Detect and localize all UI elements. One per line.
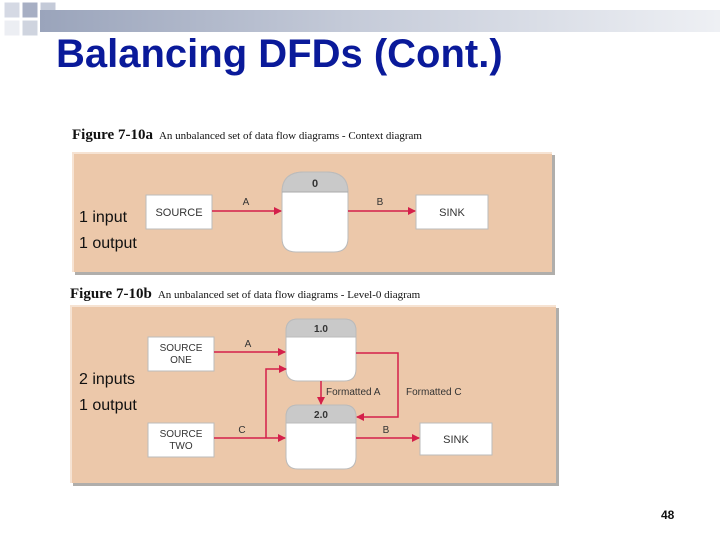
figure-a-caption: Figure 7-10a An unbalanced set of data fl… bbox=[72, 126, 422, 144]
figure-a-description: An unbalanced set of data flow diagrams … bbox=[158, 130, 422, 142]
flow-a-label-level0: A bbox=[245, 339, 252, 350]
source-entity: SOURCE bbox=[145, 194, 213, 230]
source-two-label-line1: SOURCE bbox=[160, 429, 203, 440]
context-output-count: 1 output bbox=[79, 235, 137, 252]
process-0: 0 bbox=[281, 171, 349, 253]
context-input-count: 1 input bbox=[79, 209, 128, 226]
level0-output-count: 1 output bbox=[79, 397, 137, 414]
page-number: 48 bbox=[661, 508, 675, 522]
flow-b-label: B bbox=[377, 197, 384, 208]
process-2-0-id: 2.0 bbox=[314, 410, 328, 421]
flow-c-connector bbox=[265, 365, 287, 438]
level-0-diagram-panel: SOURCE ONE SOURCE TWO 1.0 2.0 SINK A bbox=[70, 305, 556, 483]
process-0-id: 0 bbox=[312, 178, 318, 190]
context-diagram-panel: SOURCE 0 SINK A B bbox=[72, 152, 552, 272]
figure-a-number: Figure 7-10a bbox=[72, 127, 153, 143]
sink-entity: SINK bbox=[415, 194, 489, 230]
source-one-entity: SOURCE ONE bbox=[147, 336, 215, 372]
title-gradient-bar bbox=[40, 10, 720, 32]
source-two-entity: SOURCE TWO bbox=[147, 422, 215, 458]
process-1-0-id: 1.0 bbox=[314, 324, 328, 335]
process-2-0: 2.0 bbox=[285, 404, 357, 470]
sink-entity-level0: SINK bbox=[419, 422, 493, 456]
formatted-c-arrow bbox=[356, 352, 399, 421]
figure-b-caption: Figure 7-10b An unbalanced set of data fl… bbox=[70, 285, 420, 303]
sink-label-level0: SINK bbox=[443, 434, 469, 446]
source-two-label-line2: TWO bbox=[169, 441, 193, 452]
corner-squares bbox=[3, 1, 57, 37]
flow-c-label-level0: C bbox=[238, 425, 245, 436]
figure-b-description: An unbalanced set of data flow diagrams … bbox=[157, 289, 421, 301]
formatted-c-label: Formatted C bbox=[406, 387, 462, 398]
source-one-label-line1: SOURCE bbox=[160, 343, 203, 354]
source-label: SOURCE bbox=[155, 207, 202, 219]
level-0-diagram: SOURCE ONE SOURCE TWO 1.0 2.0 SINK A bbox=[147, 318, 493, 470]
level0-input-count: 2 inputs bbox=[79, 371, 136, 388]
context-io-note: 1 input 1 output bbox=[79, 205, 137, 257]
process-1-0: 1.0 bbox=[285, 318, 357, 382]
formatted-a-label: Formatted A bbox=[326, 387, 381, 398]
context-diagram: SOURCE 0 SINK A B bbox=[145, 171, 489, 253]
sink-label: SINK bbox=[439, 207, 465, 219]
figure-b-number: Figure 7-10b bbox=[70, 286, 152, 302]
source-one-label-line2: ONE bbox=[170, 355, 192, 366]
flow-a-label: A bbox=[243, 197, 250, 208]
flow-b-label-level0: B bbox=[383, 425, 390, 436]
slide-title: Balancing DFDs (Cont.) bbox=[56, 32, 503, 76]
level0-io-note: 2 inputs 1 output bbox=[79, 367, 137, 419]
